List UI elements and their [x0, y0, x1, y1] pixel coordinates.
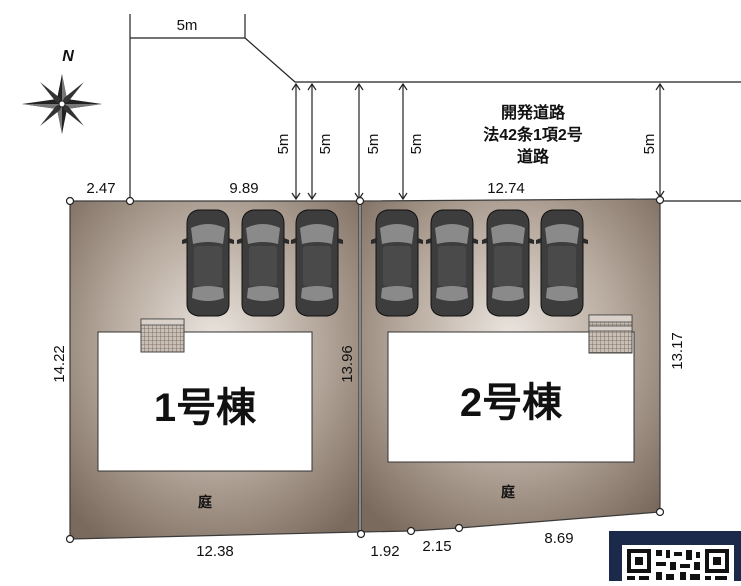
car-icon [535, 209, 589, 317]
road-width-label: 5m [275, 134, 292, 155]
road-width-label: 5m [365, 134, 382, 155]
road-name-line-3: 道路 [517, 147, 550, 166]
building-1-label: 1号棟 [154, 386, 257, 430]
car-icon [181, 209, 235, 317]
car-icon [236, 209, 290, 317]
building-2-label: 2号棟 [460, 381, 563, 425]
car-icon [481, 209, 535, 317]
entrance-steps-2 [588, 314, 633, 354]
north-compass-icon [22, 74, 102, 134]
road-top-width-label: 5m [177, 17, 198, 34]
parking-lot-1 [181, 209, 344, 317]
car-icon [425, 209, 479, 317]
road-name-line-2: 法42条1項2号 [483, 125, 583, 144]
qr-code-icon [627, 549, 729, 580]
dim-bottom-lot-1: 12.38 [196, 543, 234, 560]
dim-bottom-seg-2: 2.15 [422, 538, 451, 555]
dim-top-lot-1: 9.89 [229, 180, 258, 197]
entrance-steps-1 [140, 318, 185, 353]
dim-right-side: 13.17 [669, 332, 686, 370]
dim-top-left-short: 2.47 [86, 180, 115, 197]
road-width-label: 5m [317, 134, 334, 155]
building-1 [97, 331, 313, 472]
dim-left-side: 14.22 [51, 345, 68, 383]
north-label: N [62, 48, 74, 65]
road-name-line-1: 開発道路 [501, 103, 566, 122]
garden-2-label: 庭 [501, 484, 516, 500]
building-2 [387, 331, 635, 463]
dim-middle-boundary: 13.96 [339, 345, 356, 383]
boundary-markers [65, 195, 665, 544]
road-width-label: 5m [408, 134, 425, 155]
road-width-arrows [291, 82, 665, 201]
road-outline [129, 14, 741, 202]
garden-1-label: 庭 [198, 494, 213, 510]
qr-badge [609, 531, 741, 581]
road-width-label: 5m [641, 134, 658, 155]
car-icon [370, 209, 424, 317]
dim-bottom-seg-1: 1.92 [370, 543, 399, 560]
dim-top-lot-2: 12.74 [487, 180, 525, 197]
car-icon [290, 209, 344, 317]
dim-bottom-seg-3: 8.69 [544, 530, 573, 547]
